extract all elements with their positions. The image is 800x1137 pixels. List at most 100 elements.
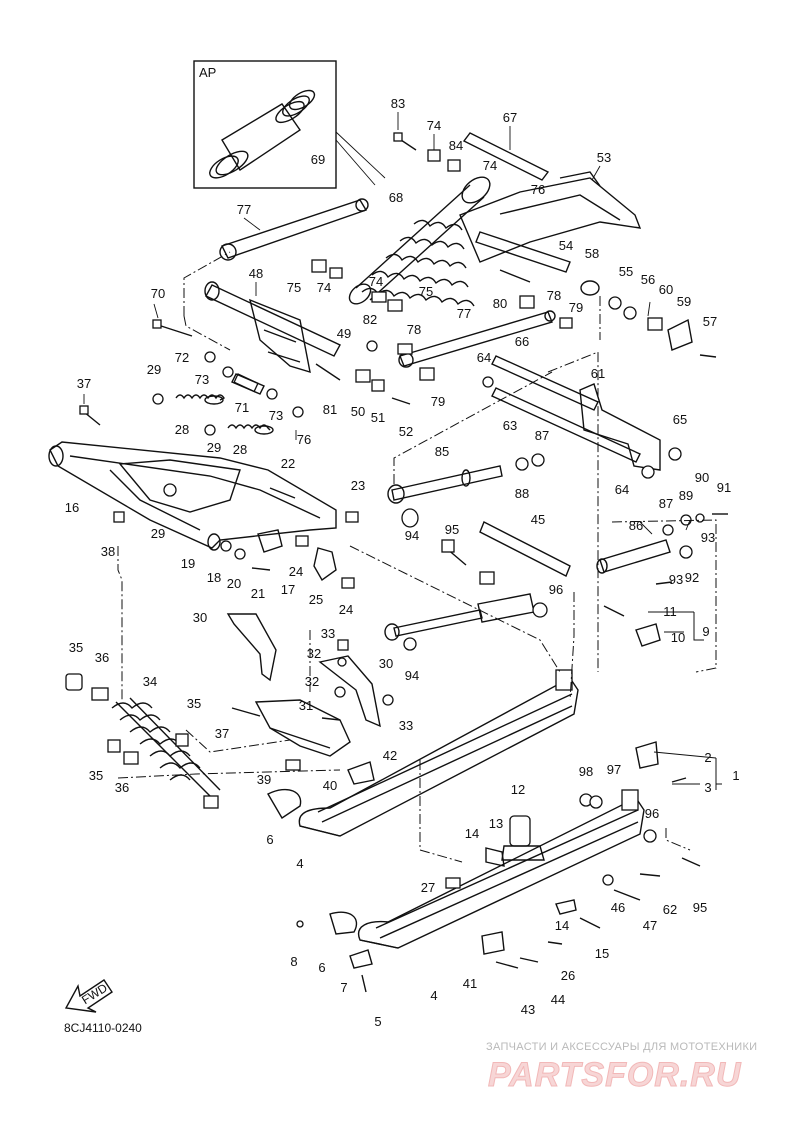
leader-lines <box>83 112 691 535</box>
part-number-label: 34 <box>143 674 157 689</box>
part-number-label: 5 <box>374 1014 381 1029</box>
part-number-label: 70 <box>151 286 165 301</box>
part-number-label: 83 <box>391 96 405 111</box>
part-number-label: 49 <box>337 326 351 341</box>
watermark-subtitle: ЗАПЧАСТИ И АКСЕССУАРЫ ДЛЯ МОТОТЕХНИКИ <box>486 1041 757 1053</box>
part-number-label: 54 <box>559 238 573 253</box>
part-number-label: 87 <box>659 496 673 511</box>
part-number-label: 47 <box>643 918 657 933</box>
part-number-label: 29 <box>151 526 165 541</box>
skis <box>296 669 687 969</box>
part-number-label: 50 <box>351 404 365 419</box>
part-number-label: 26 <box>561 968 575 983</box>
small-bushings <box>152 149 693 436</box>
part-number-label: 81 <box>323 402 337 417</box>
part-number-label: 41 <box>463 976 477 991</box>
part-number-label: 76 <box>297 432 311 447</box>
part-number-label: 73 <box>269 408 283 423</box>
part-number-label: 85 <box>435 444 449 459</box>
part-number-label: 10 <box>671 630 685 645</box>
part-number-label: 72 <box>175 350 189 365</box>
part-number-label: 52 <box>399 424 413 439</box>
part-number-label: 9 <box>702 624 709 639</box>
part-number-label: 63 <box>503 418 517 433</box>
part-number-label: 35 <box>89 768 103 783</box>
part-number-label: 74 <box>317 280 331 295</box>
part-number-label: 24 <box>339 602 353 617</box>
bolts <box>79 132 728 993</box>
part-number-label: 18 <box>207 570 221 585</box>
part-number-label: 45 <box>531 512 545 527</box>
part-number-label: 38 <box>101 544 115 559</box>
part-number-label: 20 <box>227 576 241 591</box>
part-number-label: 79 <box>569 300 583 315</box>
part-number-label: 32 <box>305 674 319 689</box>
part-number-label: 94 <box>405 528 419 543</box>
part-number-label: 91 <box>717 480 731 495</box>
part-number-label: 95 <box>445 522 459 537</box>
watermark-logo: PARTSFOR.RU <box>488 1056 742 1094</box>
part-number-label: 12 <box>511 782 525 797</box>
part-number-label: 39 <box>257 772 271 787</box>
part-number-label: 4 <box>296 856 303 871</box>
part-number-label: 30 <box>193 610 207 625</box>
part-number-label: 98 <box>579 764 593 779</box>
part-number-label: 90 <box>695 470 709 485</box>
part-number-label: 86 <box>629 518 643 533</box>
part-number-label: 84 <box>449 138 463 153</box>
part-number-label: 1 <box>732 768 739 783</box>
part-number-label: 77 <box>237 202 251 217</box>
part-number-label: 67 <box>503 110 517 125</box>
part-number-label: 32 <box>307 646 321 661</box>
part-number-label: 78 <box>407 322 421 337</box>
part-number-label: 74 <box>427 118 441 133</box>
part-number-label: 4 <box>430 988 437 1003</box>
part-number-label: 68 <box>389 190 403 205</box>
part-number-label: 64 <box>615 482 629 497</box>
part-number-label: 14 <box>555 918 569 933</box>
part-number-label: 93 <box>669 572 683 587</box>
part-number-label: 87 <box>535 428 549 443</box>
part-number-label: 62 <box>663 902 677 917</box>
part-number-label: 6 <box>266 832 273 847</box>
part-number-label: 77 <box>457 306 471 321</box>
part-number-label: 96 <box>549 582 563 597</box>
lower-brackets <box>226 613 394 819</box>
part-number-label: 65 <box>673 412 687 427</box>
part-number-label: 88 <box>515 486 529 501</box>
part-number-label: 37 <box>77 376 91 391</box>
clips <box>603 605 661 647</box>
part-number-label: 93 <box>701 530 715 545</box>
part-number-label: 35 <box>69 640 83 655</box>
part-number-label: 40 <box>323 778 337 793</box>
reference-code: 8CJ4110-0240 <box>64 1021 142 1035</box>
part-number-label: 71 <box>235 400 249 415</box>
assembly-lines <box>117 251 717 863</box>
part-number-label: 75 <box>419 284 433 299</box>
part-number-label: 92 <box>685 570 699 585</box>
part-number-label: 82 <box>363 312 377 327</box>
part-number-label: 44 <box>551 992 565 1007</box>
part-number-label: 89 <box>679 488 693 503</box>
part-number-label: 79 <box>431 394 445 409</box>
part-number-label: 24 <box>289 564 303 579</box>
part-number-label: 27 <box>421 880 435 895</box>
part-number-label: 76 <box>531 182 545 197</box>
front-shock <box>65 673 221 809</box>
part-number-label: 25 <box>309 592 323 607</box>
part-number-label: 66 <box>515 334 529 349</box>
part-number-label: 11 <box>663 604 677 619</box>
part-number-label: 43 <box>521 1002 535 1017</box>
part-number-label: 8 <box>290 954 297 969</box>
part-number-label: 22 <box>281 456 295 471</box>
part-number-label: 64 <box>477 350 491 365</box>
part-number-label: 28 <box>233 442 247 457</box>
part-number-label: 53 <box>597 150 611 165</box>
upper-assembly <box>79 132 728 993</box>
part-number-label: 48 <box>249 266 263 281</box>
part-number-label: 59 <box>677 294 691 309</box>
part-number-label: 57 <box>703 314 717 329</box>
part-number-label: 69 <box>311 152 325 167</box>
part-number-label: 21 <box>251 586 265 601</box>
